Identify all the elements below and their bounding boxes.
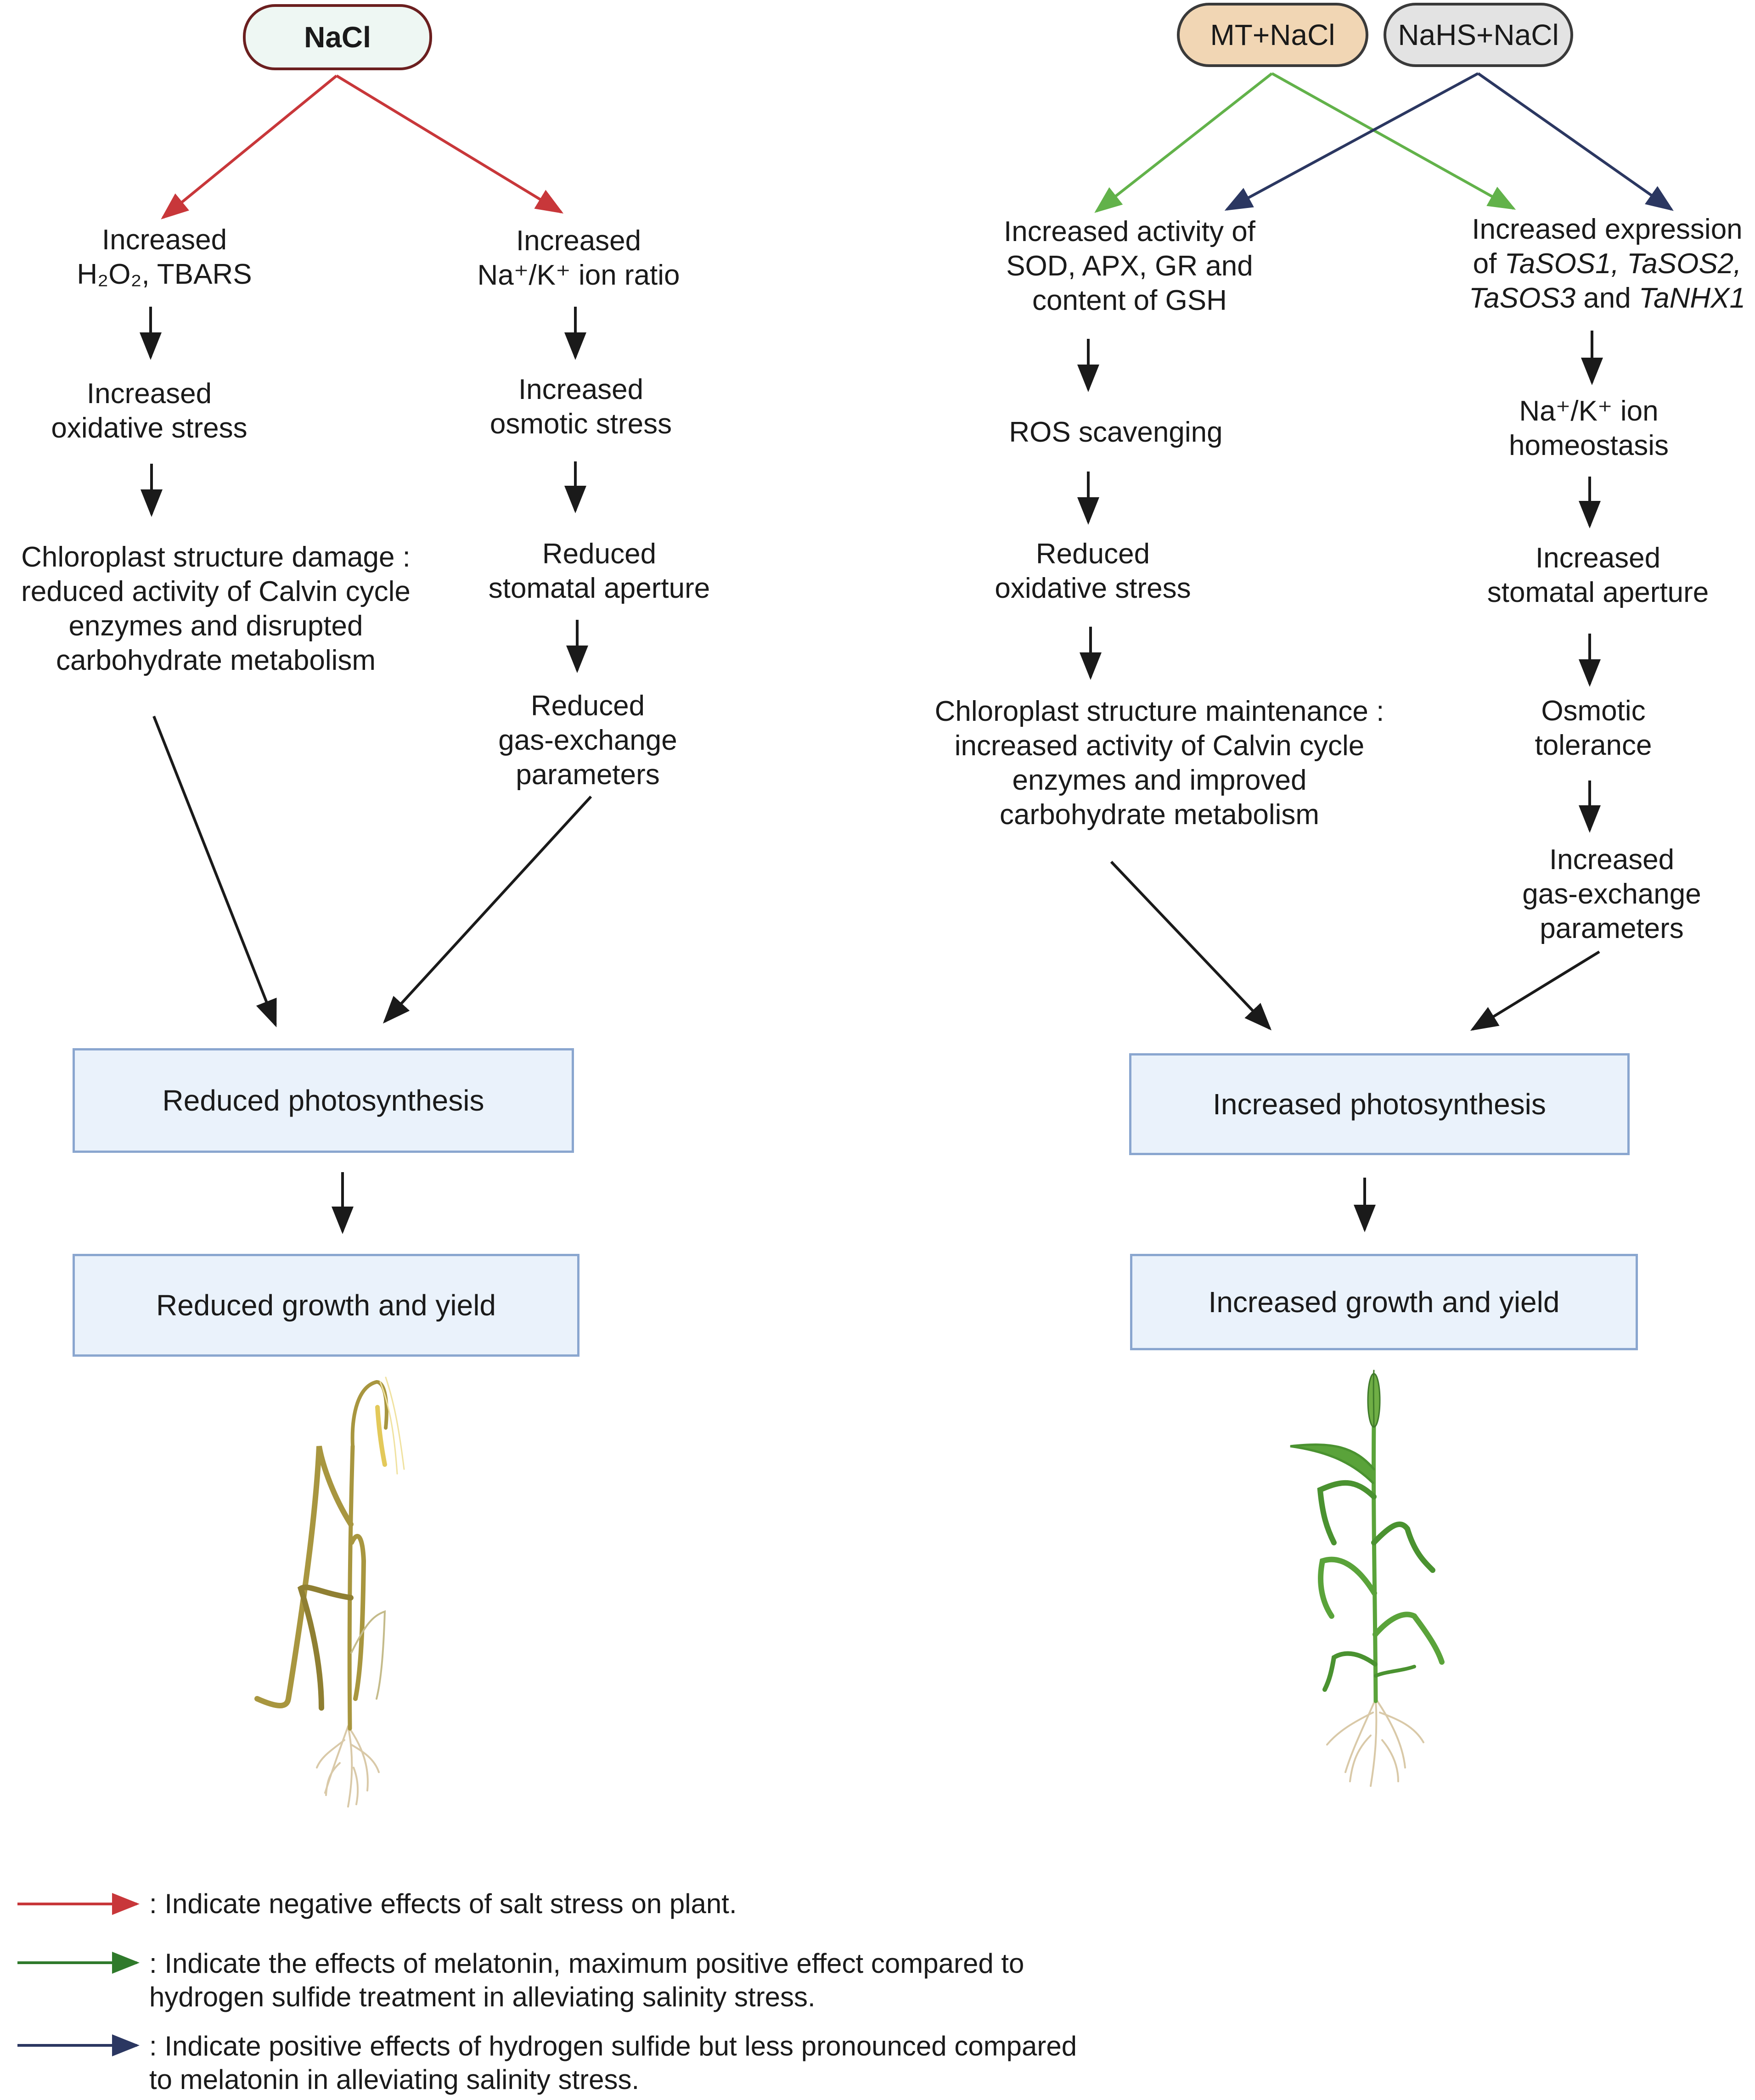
flow-arrow [152,715,277,1028]
treated-increased-stomatal-aperture: Increased stomatal aperture [1487,542,1709,608]
nacl-arrow-right [336,74,564,214]
reduced-growth-yield-box: Reduced growth and yield [73,1254,579,1357]
treated-increased-enzyme-activity: Increased activity of SOD, APX, GR and c… [1004,216,1255,316]
nacl-increased-osmotic-stress: Increased osmotic stress [489,374,672,440]
nacl-increased-oxidative-stress: Increased oxidative stress [51,378,248,444]
mt-arrow-to-enzymes [1094,72,1273,213]
legend-hydrogen-sulfide-effects: : Indicate positive effects of hydrogen … [149,2031,1077,2095]
nacl-arrow-left [161,74,338,219]
legend-negative-effects: : Indicate negative effects of salt stre… [149,1888,737,1919]
flow-arrow [1110,860,1272,1031]
healthy-wheat-plant-icon [1290,1370,1445,1787]
wilted-wheat-plant-icon [254,1376,405,1808]
nacl-increased-na-k-ratio: Increased Na⁺/K⁺ ion ratio [477,225,680,291]
mt-arrow-to-expression [1271,72,1516,210]
increased-growth-yield-box: Increased growth and yield [1130,1254,1638,1350]
treated-chloroplast-maintenance: Chloroplast structure maintenance : incr… [934,696,1384,831]
increased-photosynthesis-box: Increased photosynthesis [1129,1053,1630,1155]
treated-na-k-homeostasis: Na⁺/K⁺ ion homeostasis [1508,395,1669,461]
treated-increased-gas-exchange: Increased gas-exchange parameters [1522,844,1701,944]
treated-reduced-oxidative-stress: Reduced oxidative stress [995,538,1191,604]
nacl-increased-h2o2-tbars: Increased H₂O₂, TBARS [77,224,252,290]
nacl-reduced-gas-exchange: Reduced gas-exchange parameters [498,690,677,791]
nacl-chloroplast-damage: Chloroplast structure damage : reduced a… [21,541,411,676]
reduced-photosynthesis-box: Reduced photosynthesis [73,1048,574,1153]
flow-arrow [1470,950,1600,1031]
flow-arrow [382,795,592,1024]
nahs-arrow-to-enzymes [1224,72,1479,211]
nacl-treatment-label: NaCl [243,4,432,70]
nacl-reduced-stomatal-aperture: Reduced stomatal aperture [488,538,710,604]
treated-increased-gene-expression: Increased expression of TaSOS1, TaSOS2, … [1468,213,1746,314]
treated-osmotic-tolerance: Osmotic tolerance [1535,695,1652,761]
legend-melatonin-effects: : Indicate the effects of melatonin, max… [149,1948,1024,2012]
mt-nacl-treatment-label: MT+NaCl [1177,3,1368,67]
nahs-nacl-treatment-label: NaHS+NaCl [1384,3,1573,67]
nahs-arrow-to-expression [1477,72,1674,211]
treated-ros-scavenging: ROS scavenging [1009,416,1223,448]
